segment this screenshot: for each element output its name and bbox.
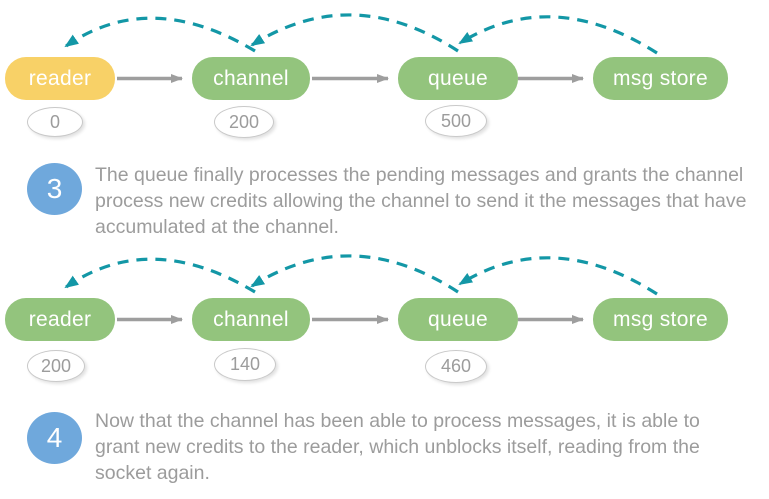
credit-count-channel: 140 xyxy=(214,348,276,381)
credit-arc-queue-to-channel xyxy=(250,13,459,53)
node-channel-label: channel xyxy=(213,307,289,331)
credit-arc-channel-to-reader xyxy=(64,16,256,53)
node-queue: queue xyxy=(398,298,518,341)
node-msg-store: msg store xyxy=(593,298,728,341)
node-reader-label: reader xyxy=(28,66,92,90)
node-channel: channel xyxy=(192,57,310,100)
node-msg-store-label: msg store xyxy=(613,66,708,90)
credit-arc-queue-to-channel xyxy=(250,254,459,294)
node-queue-label: queue xyxy=(428,66,488,90)
step-4-description: Now that the channel has been able to pr… xyxy=(95,410,700,484)
credit-count-reader: 0 xyxy=(27,107,83,137)
node-queue: queue xyxy=(398,57,518,100)
node-msg-store-label: msg store xyxy=(613,307,708,331)
credit-arc-msgstore-to-queue xyxy=(458,15,658,55)
step-4-badge: 4 xyxy=(27,412,82,464)
step-3-description: The queue finally processes the pending … xyxy=(95,164,747,238)
credit-count-channel: 200 xyxy=(214,106,274,138)
step-3-number: 3 xyxy=(46,173,63,204)
credit-count-reader: 200 xyxy=(27,350,85,382)
step-3-badge: 3 xyxy=(27,163,82,215)
node-channel-label: channel xyxy=(213,66,289,90)
credit-arc-channel-to-reader xyxy=(64,257,256,294)
credit-arc-msgstore-to-queue xyxy=(458,256,658,296)
credit-count-queue: 500 xyxy=(425,105,487,137)
diagram-state-4: reader channel queue msg store 200 140 4… xyxy=(0,241,769,386)
diagram-state-3: reader channel queue msg store 0 200 500 xyxy=(0,0,769,145)
node-reader-label: reader xyxy=(28,307,92,331)
node-msg-store: msg store xyxy=(593,57,728,100)
step-4-number: 4 xyxy=(46,422,63,453)
diagram-arrows xyxy=(64,254,658,324)
diagram-arrows xyxy=(64,13,658,83)
node-queue-label: queue xyxy=(428,307,488,331)
node-reader: reader xyxy=(5,298,115,341)
node-channel: channel xyxy=(192,298,310,341)
credit-count-queue: 460 xyxy=(425,350,487,383)
node-reader: reader xyxy=(5,57,115,100)
